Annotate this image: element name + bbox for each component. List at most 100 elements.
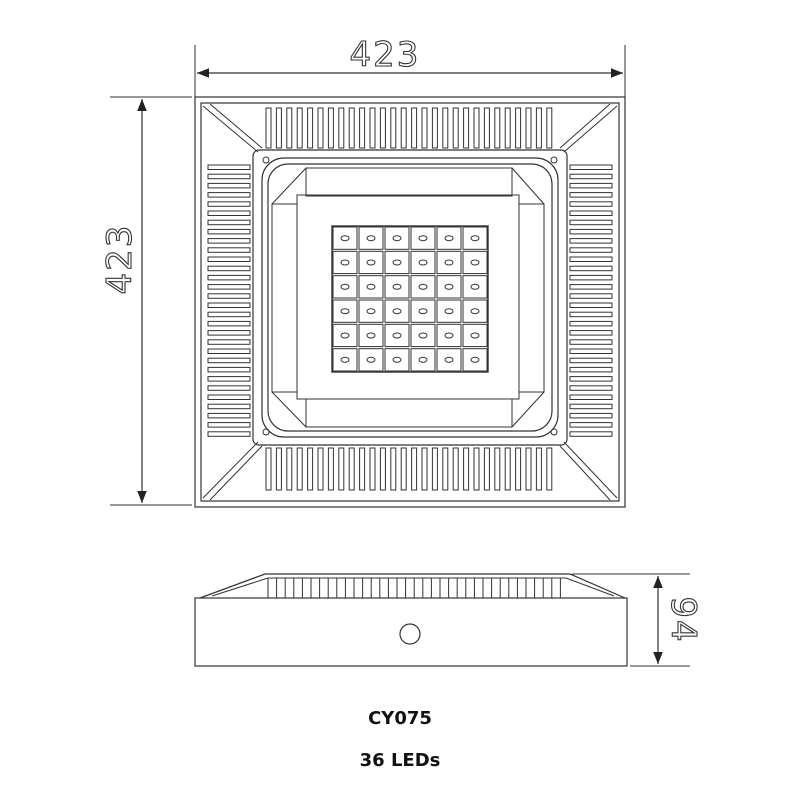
heatsink-fin	[421, 447, 428, 491]
heatsink-fin	[569, 265, 613, 272]
fins-side	[267, 578, 561, 598]
heatsink-fin	[463, 447, 470, 491]
led-cell	[358, 348, 384, 372]
fins-top	[265, 107, 553, 149]
model-number: CY075	[368, 708, 432, 729]
led-lens	[392, 283, 402, 290]
led-lens	[366, 308, 376, 315]
led-cell	[462, 250, 488, 275]
heatsink-fin	[207, 357, 251, 364]
top-view: 423 423	[99, 34, 626, 508]
led-lens	[444, 308, 454, 315]
led-cell	[332, 348, 358, 372]
heatsink-fin	[535, 107, 542, 149]
heatsink-fin	[569, 284, 613, 290]
heatsink-fin	[379, 107, 386, 149]
depth-dimension: 94	[572, 573, 704, 667]
heatsink-fin	[207, 376, 251, 382]
heatsink-fin	[359, 107, 366, 149]
led-cell	[462, 226, 488, 250]
heatsink-fin	[296, 107, 303, 149]
heatsink-fin	[307, 447, 314, 491]
heatsink-fin	[207, 201, 251, 207]
led-lens	[392, 308, 402, 315]
led-lens	[444, 356, 454, 363]
reflector	[271, 167, 545, 428]
led-lens	[418, 235, 428, 242]
led-cell	[462, 348, 488, 372]
led-lens	[340, 235, 350, 242]
heatsink-fin	[504, 107, 511, 149]
heatsink-fin	[296, 447, 303, 491]
led-lens	[340, 308, 350, 315]
heatsink-fin	[207, 265, 251, 272]
heatsink-fin	[569, 320, 613, 327]
heatsink-fin	[390, 107, 397, 149]
heatsink-fin	[569, 247, 613, 253]
corner-chamfers	[202, 103, 618, 501]
fins-left	[207, 164, 251, 437]
heatsink-fin	[338, 447, 345, 491]
heatsink-fin	[207, 247, 251, 253]
heatsink-fin	[400, 107, 407, 149]
heatsink-fin	[569, 339, 613, 345]
led-cell	[332, 250, 358, 275]
led-cell	[462, 323, 488, 348]
heatsink-fin	[265, 447, 272, 491]
led-cell	[410, 348, 436, 372]
led-lens	[366, 356, 376, 363]
heatsink-fin	[338, 107, 345, 149]
heatsink-fin	[569, 376, 613, 382]
led-count: 36 LEDs	[359, 750, 441, 771]
led-cell	[436, 299, 462, 323]
led-lens	[470, 259, 480, 266]
led-lens	[470, 283, 480, 290]
heatsink-fin	[483, 107, 490, 149]
side-view: 94	[194, 573, 704, 667]
heatsink-fin	[207, 385, 251, 391]
housing-outline	[194, 96, 626, 508]
heatsink-fin	[379, 447, 386, 491]
led-lens	[340, 332, 350, 339]
led-cell	[436, 323, 462, 348]
heatsink-fin	[442, 447, 449, 491]
led-lens	[392, 356, 402, 363]
led-cell	[358, 275, 384, 299]
fins-right	[569, 164, 613, 437]
led-lens	[340, 259, 350, 266]
heatsink-fin	[207, 219, 251, 226]
width-label: 423	[350, 35, 421, 75]
led-cell	[436, 250, 462, 275]
led-lens	[470, 332, 480, 339]
led-cell	[384, 299, 410, 323]
frame-screws	[262, 156, 558, 436]
led-cell	[332, 275, 358, 299]
heatsink-fin	[546, 447, 553, 491]
heatsink-fin	[525, 107, 532, 149]
heatsink-fin	[275, 107, 282, 149]
heatsink-fin	[515, 107, 522, 149]
heatsink-fin	[483, 447, 490, 491]
width-dimension: 423	[194, 34, 626, 100]
heatsink-fin	[317, 447, 324, 491]
heatsink-fin	[411, 107, 418, 149]
heatsink-fin	[525, 447, 532, 491]
led-lens	[444, 259, 454, 266]
heatsink-fin	[207, 403, 251, 410]
led-lens	[366, 259, 376, 266]
heatsink-fin	[442, 107, 449, 149]
led-lens	[470, 356, 480, 363]
heatsink-fin	[207, 330, 251, 336]
led-cell	[358, 299, 384, 323]
led-cell	[410, 250, 436, 275]
heatsink-fin	[569, 293, 613, 299]
led-cell	[358, 323, 384, 348]
heatsink-fin	[569, 403, 613, 410]
heatsink-fin	[569, 348, 613, 354]
led-board	[331, 225, 489, 373]
heatsink-fin	[207, 173, 251, 180]
heatsink-fin	[546, 107, 553, 149]
heatsink-fin	[207, 228, 251, 235]
heatsink-fin	[207, 274, 251, 281]
led-lens	[340, 283, 350, 290]
